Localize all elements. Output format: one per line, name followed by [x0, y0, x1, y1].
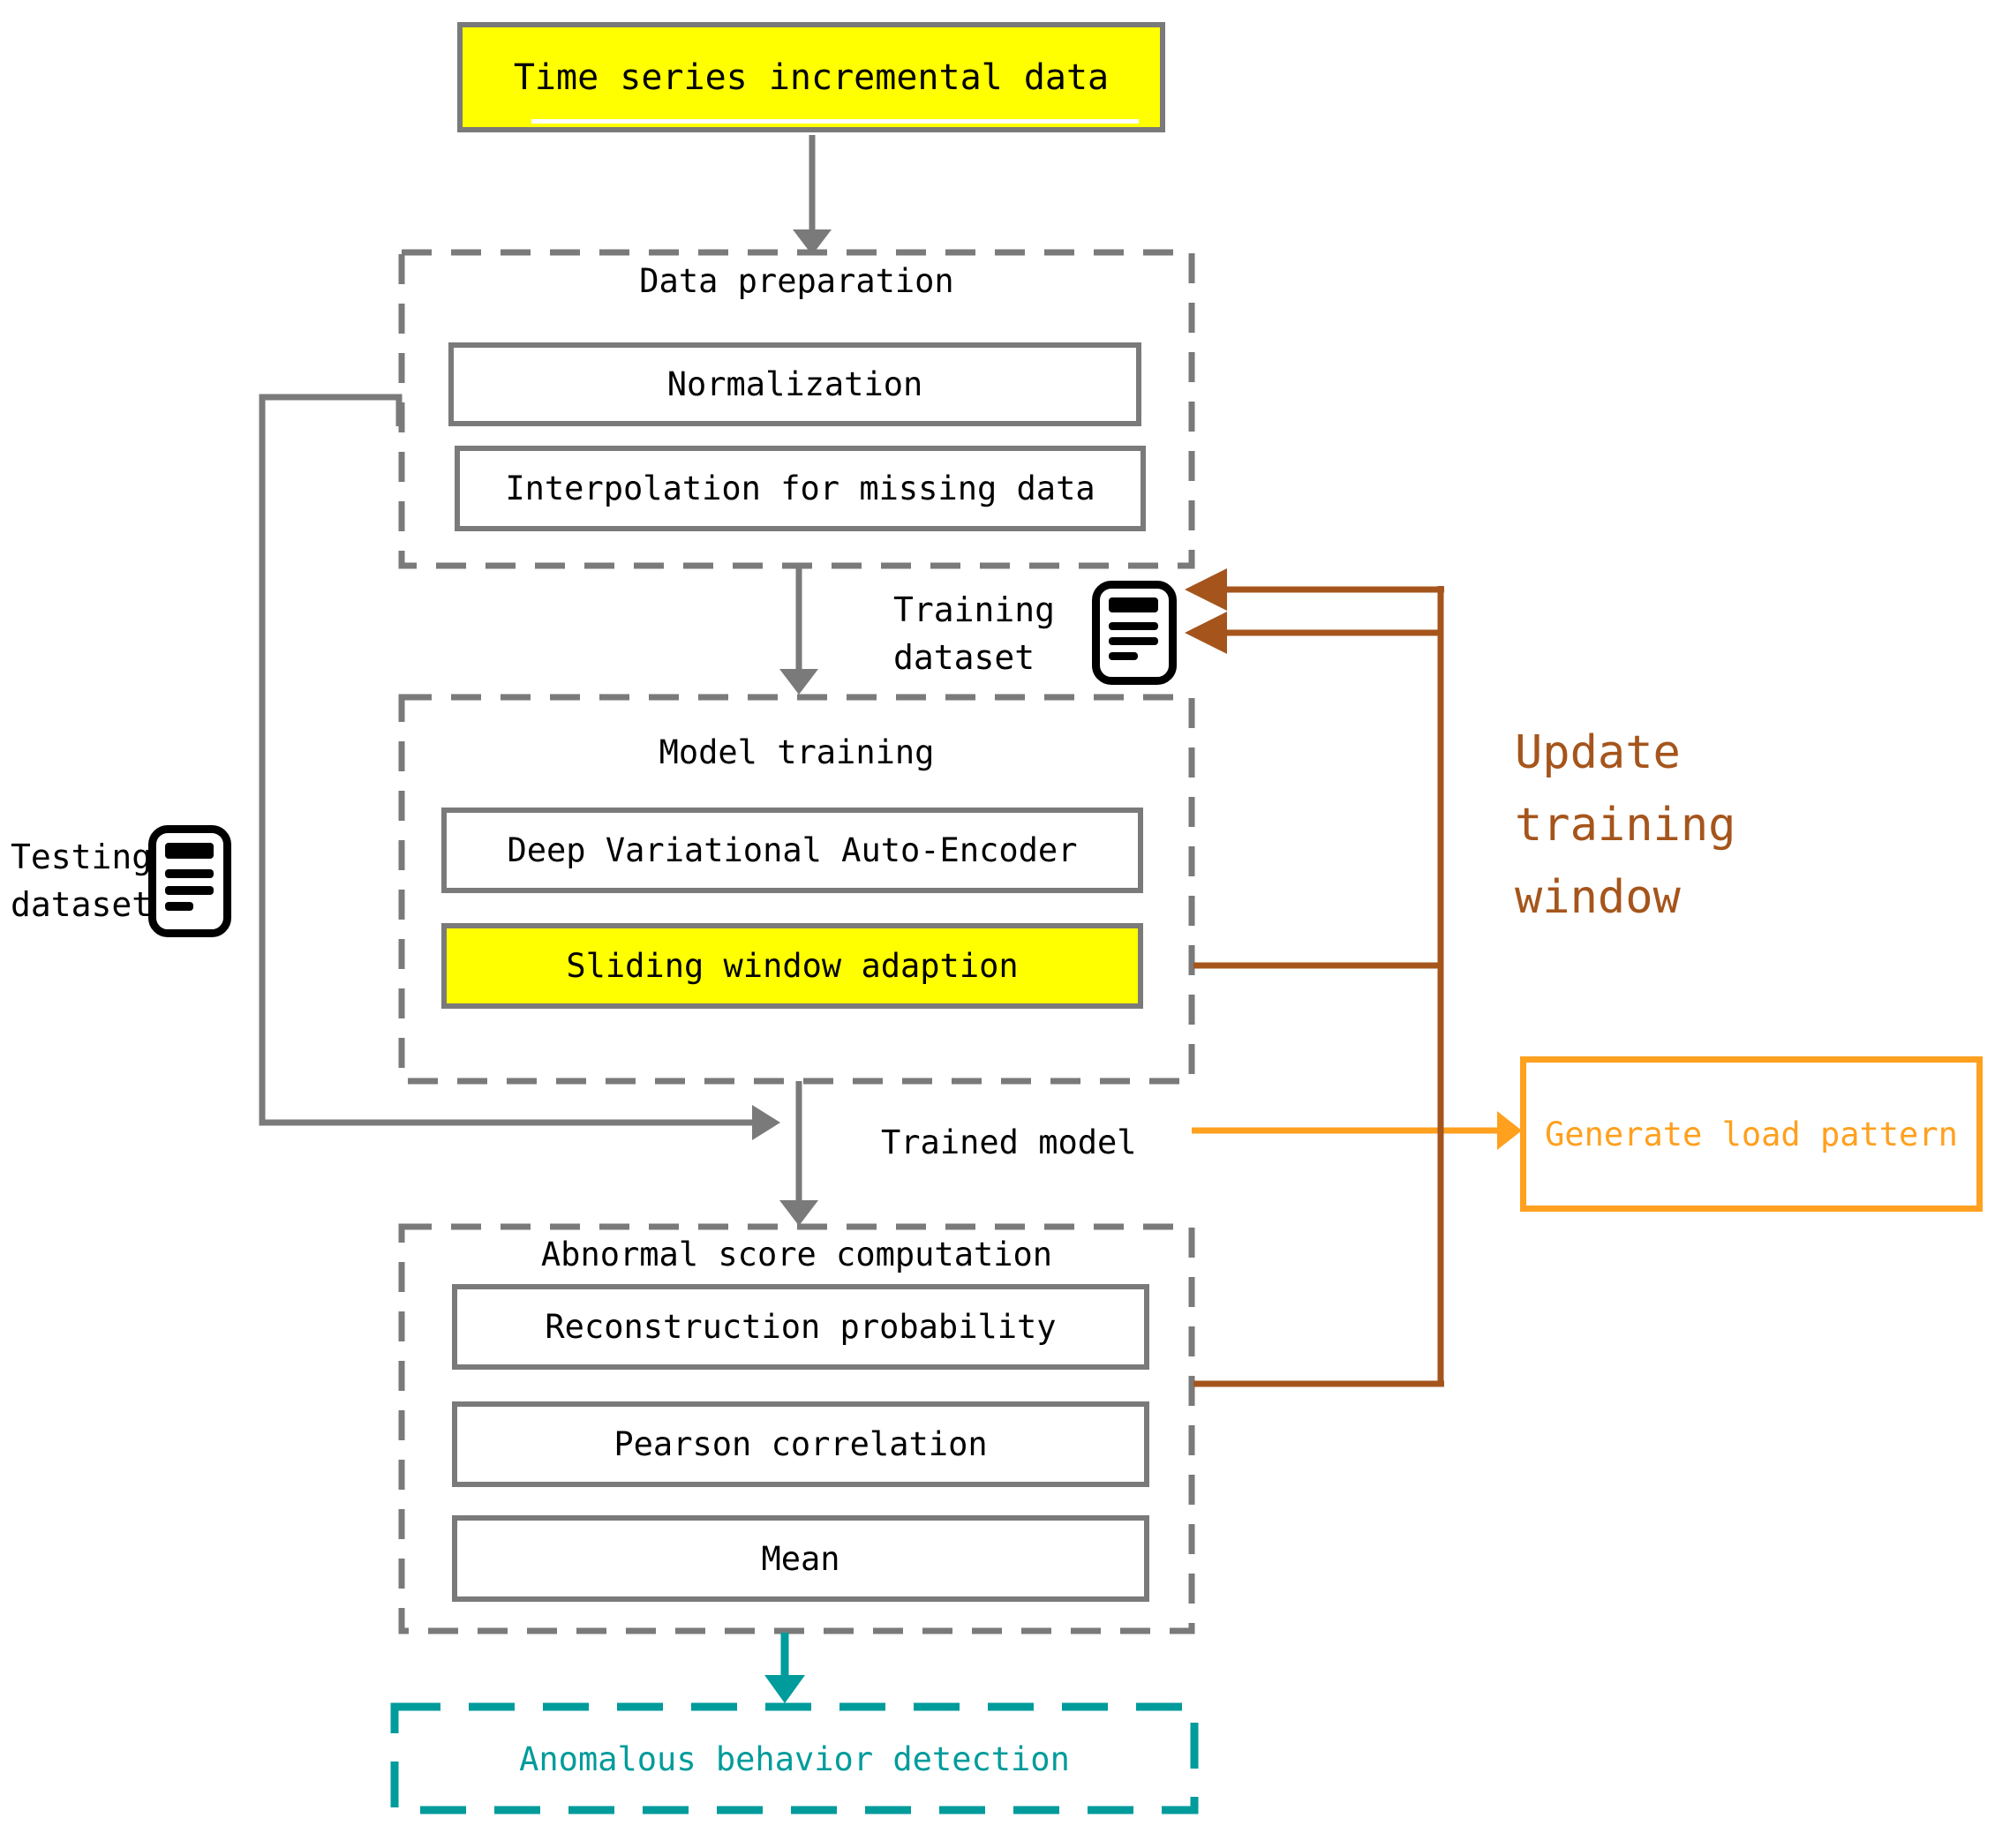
training-dataset-label: Training dataset — [893, 590, 1056, 677]
mean-node: Mean — [452, 1515, 1149, 1602]
training-dataset-document-icon — [1092, 581, 1177, 685]
arrowhead-trainedmodel-to-generate — [1497, 1111, 1522, 1150]
interpolation-node: Interpolation for missing data — [455, 446, 1146, 531]
text-underline — [531, 119, 1139, 124]
normalization-node: Normalization — [448, 342, 1141, 426]
sliding-window-adaption-node: Sliding window adaption — [441, 923, 1143, 1009]
arrowhead-update-window-1 — [1185, 568, 1227, 611]
time-series-incremental-data-node: Time series incremental data — [457, 22, 1165, 132]
arrowhead-preparation-to-training — [779, 669, 818, 695]
generate-load-pattern-node: Generate load pattern — [1520, 1056, 1983, 1212]
normalization-label: Normalization — [666, 365, 923, 403]
anomalous-detection-box-border — [390, 1702, 1199, 1814]
trained-model-label: Trained model — [881, 1123, 1137, 1161]
pearson-correlation-label: Pearson correlation — [614, 1425, 988, 1463]
testing-dataset-document-icon — [148, 825, 231, 937]
deep-variational-autoencoder-node: Deep Variational Auto-Encoder — [441, 808, 1143, 893]
interpolation-label: Interpolation for missing data — [505, 470, 1095, 507]
pearson-correlation-node: Pearson correlation — [452, 1401, 1149, 1487]
arrowhead-update-window-2 — [1185, 612, 1227, 654]
document-line — [1109, 652, 1138, 660]
document-line — [1109, 597, 1159, 612]
document-line — [164, 902, 193, 912]
arrowhead-timeseries-to-preparation — [793, 229, 832, 255]
document-line — [1109, 637, 1159, 645]
reconstruction-probability-node: Reconstruction probability — [452, 1284, 1149, 1370]
data-preparation-title: Data preparation — [639, 262, 954, 300]
mean-label: Mean — [761, 1539, 840, 1578]
sliding-window-label: Sliding window adaption — [566, 947, 1019, 985]
arrowhead-testing-dataset-path — [752, 1105, 780, 1140]
dvae-label: Deep Variational Auto-Encoder — [507, 831, 1078, 869]
testing-dataset-label: Testing dataset — [11, 838, 153, 924]
document-line — [164, 869, 214, 879]
arrowhead-score-to-anomalous — [764, 1675, 805, 1703]
anomalous-behavior-detection-label: Anomalous behavior detection — [519, 1740, 1070, 1778]
abnormal-score-computation-title: Abnormal score computation — [540, 1236, 1053, 1273]
reconstruction-probability-label: Reconstruction probability — [545, 1308, 1057, 1346]
document-line — [164, 842, 214, 860]
update-training-window-label: Update training window — [1515, 726, 1736, 924]
document-line — [164, 885, 214, 895]
time-series-label: Time series incremental data — [513, 56, 1110, 98]
model-training-title: Model training — [659, 733, 935, 771]
generate-load-pattern-label: Generate load pattern — [1545, 1115, 1958, 1153]
testing-dataset-path — [259, 394, 756, 1126]
document-line — [1109, 622, 1159, 630]
abnormal-score-container-border — [398, 1223, 1195, 1634]
arrowhead-training-to-score — [779, 1200, 818, 1226]
